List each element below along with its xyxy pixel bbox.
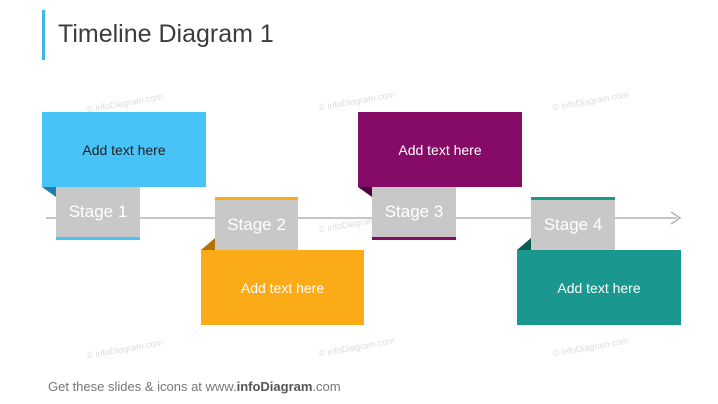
stage-3-text: Add text here — [398, 141, 482, 158]
footer-prefix: Get these slides & icons at www. — [48, 379, 237, 394]
stage-4-text-box: Add text here — [517, 250, 681, 325]
stage-3-fold — [358, 187, 372, 197]
stage-2-fold — [201, 238, 215, 250]
stage-3-label: Stage 3 — [384, 202, 444, 221]
stage-2-label-box: Stage 2 — [215, 197, 298, 250]
stage-4-label: Stage 4 — [543, 215, 603, 234]
stage-1-label-box: Stage 1 — [56, 187, 140, 240]
axis-arrow-icon — [670, 211, 682, 225]
stage-4-label-box: Stage 4 — [531, 197, 615, 250]
stage-4-fold — [517, 238, 531, 250]
slide-title: Timeline Diagram 1 — [58, 20, 274, 48]
footer-credit: Get these slides & icons at www.infoDiag… — [48, 379, 341, 394]
stage-2-text: Add text here — [240, 279, 325, 296]
stage-3-label-box: Stage 3 — [372, 187, 456, 240]
stage-1-label: Stage 1 — [68, 202, 128, 221]
footer-brand: infoDiagram — [236, 379, 313, 394]
stage-1-fold — [42, 187, 56, 197]
stage-3-text-box: Add text here — [358, 112, 522, 187]
title-accent-bar — [42, 10, 45, 60]
stage-1-text-box: Add text here — [42, 112, 206, 187]
stage-2-text-box: Add text here — [201, 250, 364, 325]
stage-2-label: Stage 2 — [227, 215, 286, 234]
footer-suffix: .com — [312, 379, 341, 394]
stage-1-text: Add text here — [82, 141, 166, 158]
stage-4-text: Add text here — [557, 279, 641, 296]
